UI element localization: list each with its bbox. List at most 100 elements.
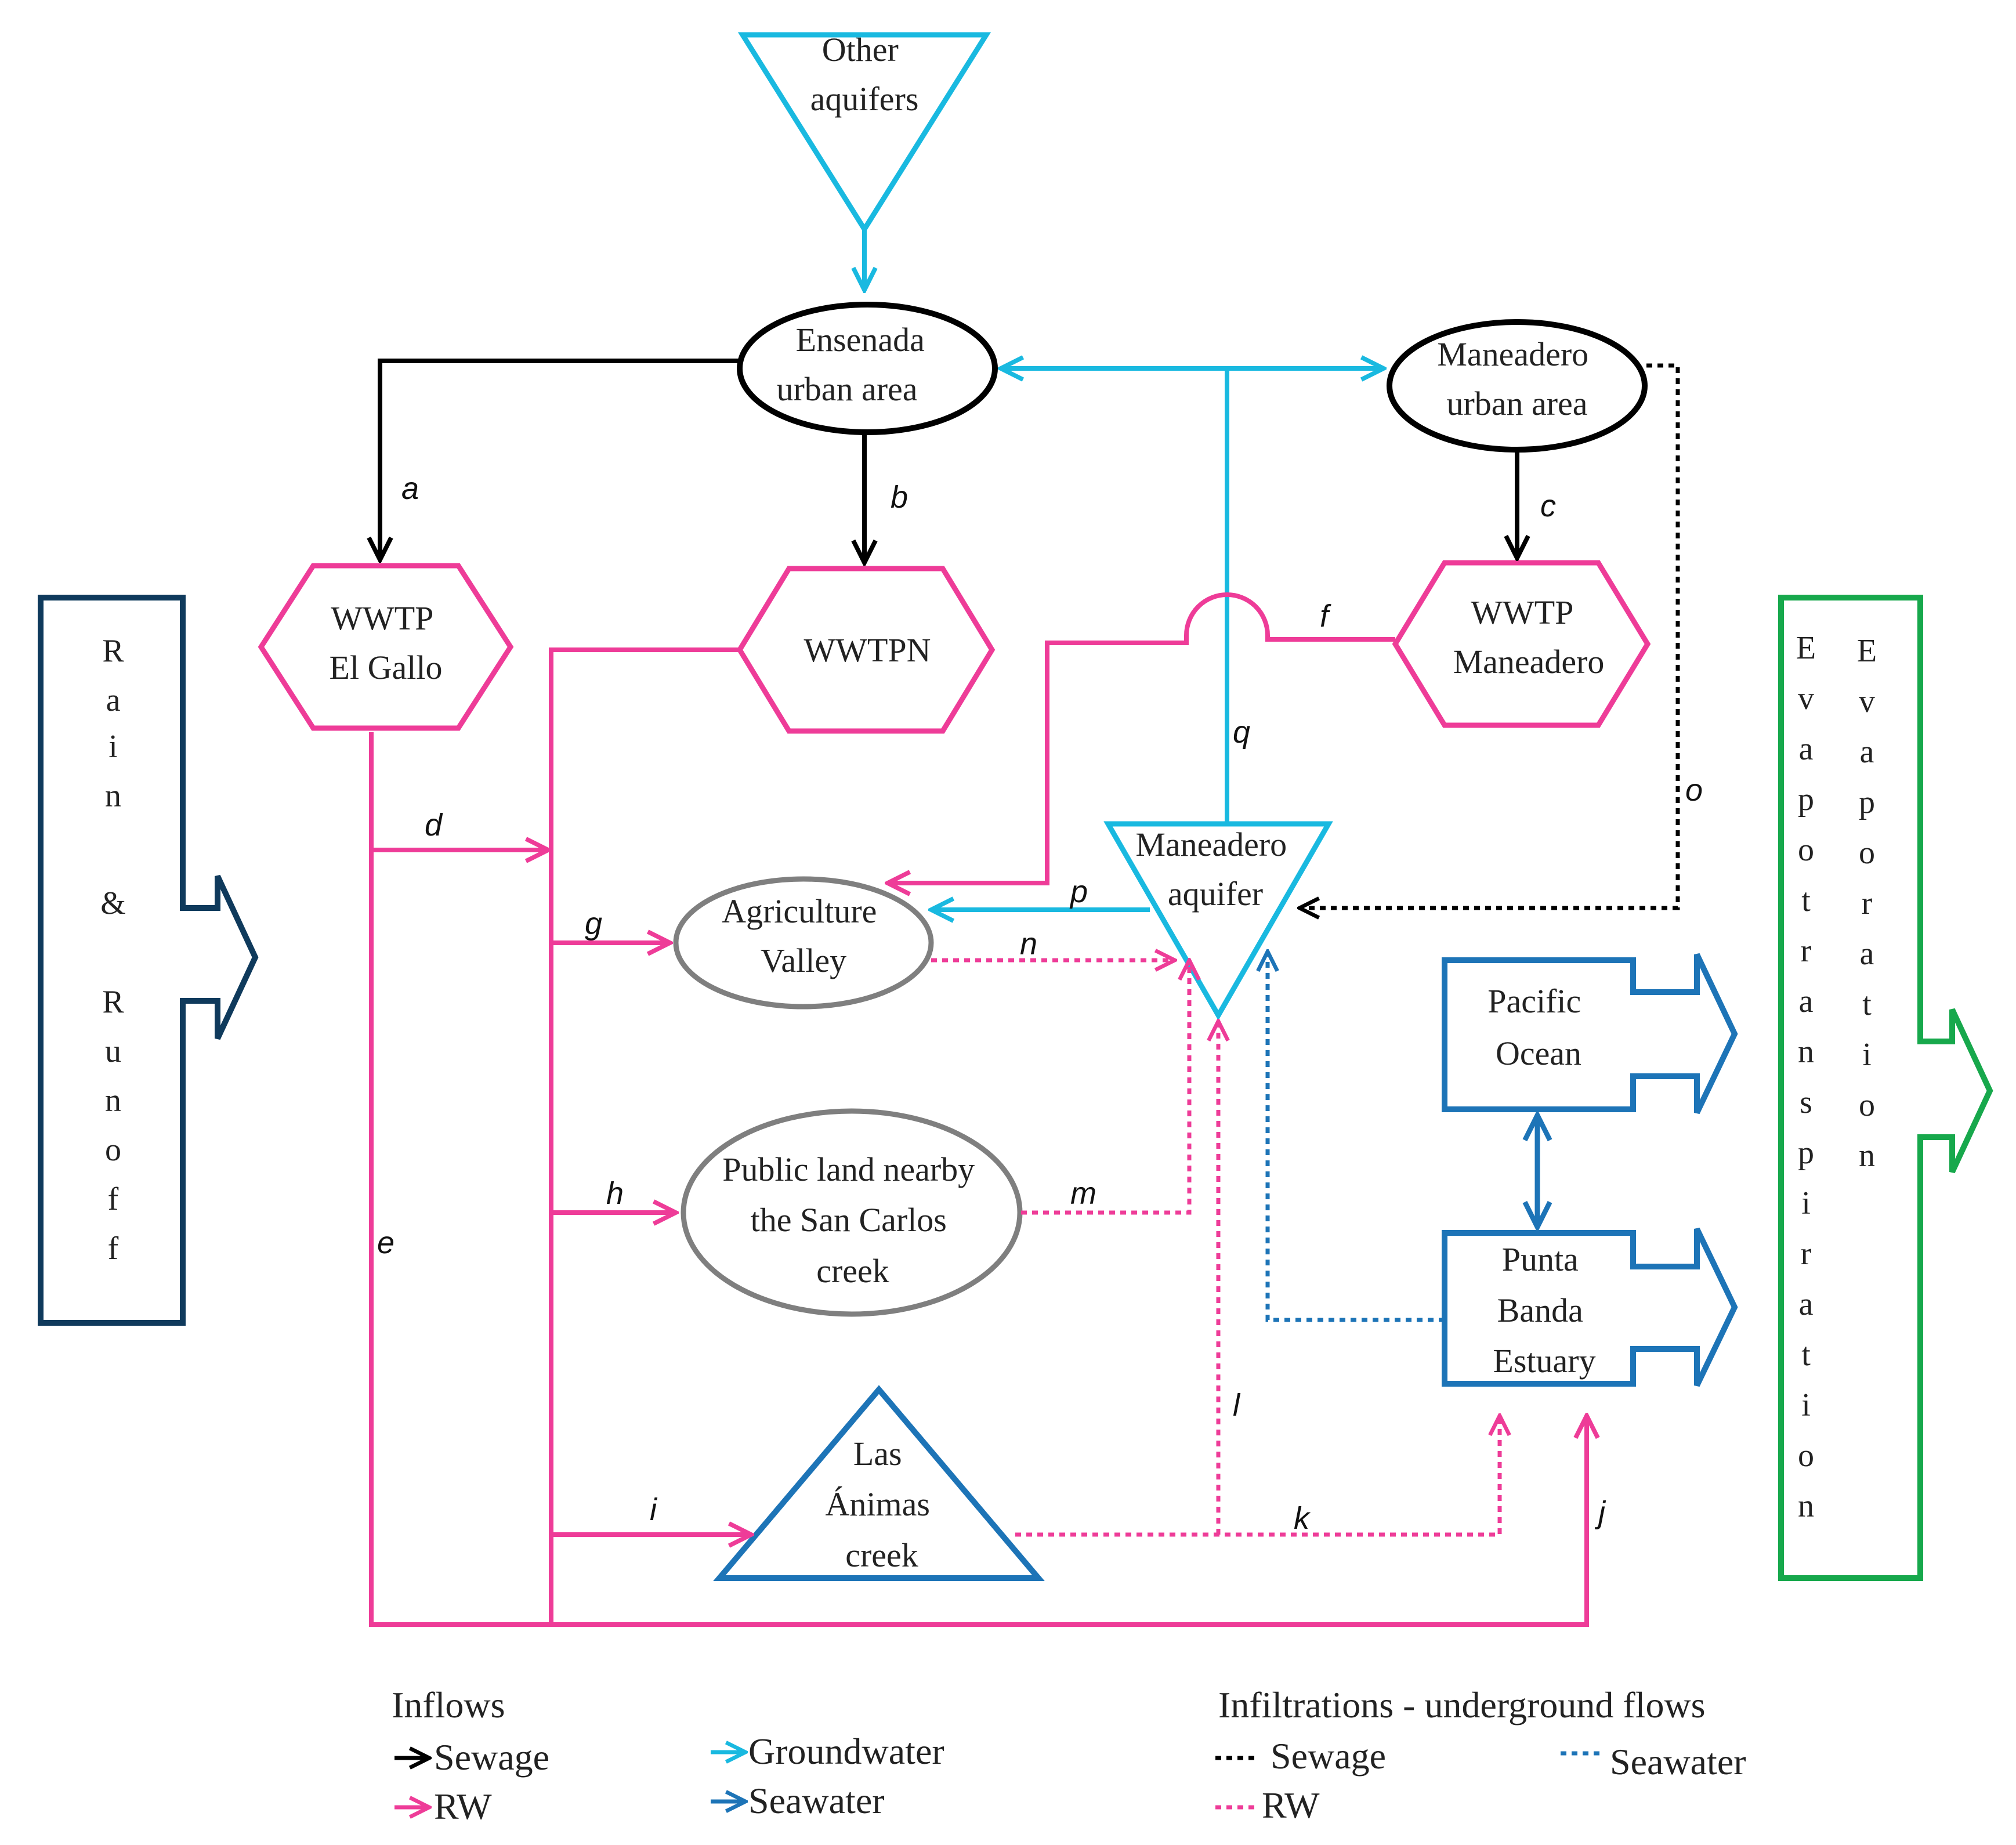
stack-letter: n	[1798, 1488, 1814, 1524]
stack-letter: a	[1799, 1286, 1814, 1322]
flow-e-line	[369, 732, 1587, 1627]
flow-label-k: k	[1294, 1501, 1311, 1536]
stack-letter: &	[100, 885, 126, 921]
maneadero-aquifer-label: Maneadero aquifer	[1135, 826, 1295, 913]
flow-label-o: o	[1685, 773, 1703, 808]
stack-letter: i	[108, 729, 118, 765]
pacific-ocean-shape	[1442, 953, 1738, 1115]
legend-inflow-sewage-label: Sewage	[434, 1737, 549, 1778]
stack-letter: f	[108, 1231, 119, 1267]
stack-letter: a	[1860, 936, 1874, 972]
stack-letter: i	[1862, 1037, 1872, 1073]
stack-letter: a	[1799, 983, 1814, 1019]
evaporation-shape	[1778, 595, 1993, 1581]
flow-label-a: a	[401, 471, 419, 506]
legend-infil-sewage-label: Sewage	[1271, 1735, 1386, 1777]
wwtp-maneadero-label: WWTP Maneadero	[1453, 594, 1605, 681]
seawater-infiltration-line	[1268, 952, 1445, 1322]
legend-seawater-label: Seawater	[748, 1780, 885, 1821]
stack-letter: n	[105, 1083, 121, 1119]
flow-o-line	[1300, 363, 1680, 908]
stack-letter: o	[1798, 832, 1814, 868]
public-land-label: Public land nearby the San Carlos creek	[722, 1151, 983, 1290]
las-animas-creek-triangle	[713, 1385, 1045, 1581]
legend-infiltrations-title: Infiltrations - underground flows	[1218, 1684, 1706, 1725]
rw-distribution-trunk-line	[549, 647, 740, 1625]
stack-letter: v	[1798, 681, 1814, 717]
ensenada-urban-area-label: Ensenada urban area	[776, 321, 933, 408]
stack-letter: o	[1859, 835, 1875, 871]
stack-letter: n	[1859, 1138, 1875, 1174]
other-aquifers-triangle	[737, 32, 991, 234]
punta-banda-estuary-shape	[1442, 1227, 1738, 1387]
wwtp-maneadero-hexagon	[1392, 560, 1651, 728]
flow-label-d: d	[425, 808, 443, 842]
wwtp-el-gallo-label: WWTP El Gallo	[330, 599, 443, 686]
legend-groundwater-label: Groundwater	[748, 1731, 944, 1772]
legend-infil-seawater-label: Seawater	[1610, 1741, 1746, 1782]
stack-letter: i	[1801, 1185, 1811, 1221]
flow-label-h: h	[606, 1176, 624, 1211]
flow-m-line	[1021, 960, 1189, 1215]
stack-letter: n	[105, 778, 121, 814]
stack-letter: E	[1796, 630, 1816, 666]
stack-letter: f	[108, 1181, 119, 1217]
stack-letter: u	[105, 1033, 121, 1069]
stack-letter: R	[102, 984, 124, 1020]
wwtpn-hexagon	[736, 566, 996, 734]
stack-letter: o	[1859, 1087, 1875, 1123]
stack-letter: a	[1860, 734, 1874, 770]
flow-label-b: b	[891, 480, 908, 515]
wwtp-el-gallo-hexagon	[258, 563, 514, 731]
flow-f-line	[888, 592, 1395, 883]
flow-label-i: i	[650, 1492, 658, 1527]
flow-label-m: m	[1070, 1176, 1096, 1211]
stack-letter: r	[1862, 885, 1873, 921]
las-animas-creek-label: Las Ánimas creek	[826, 1435, 939, 1574]
wwtpn-label: WWTPN	[803, 631, 931, 669]
agriculture-valley-label: Agriculture Valley	[722, 892, 885, 979]
stack-letter: v	[1859, 683, 1875, 719]
stack-letter: o	[1798, 1438, 1814, 1474]
ensenada-urban-area-ellipse	[737, 302, 998, 435]
other-aquifers-label: Other aquifers	[810, 31, 919, 118]
punta-banda-estuary-label: Punta Banda Estuary	[1493, 1240, 1595, 1380]
pacific-ocean-label: Pacific Ocean	[1487, 982, 1590, 1072]
agriculture-valley-ellipse	[673, 876, 934, 1010]
stack-letter: o	[105, 1132, 121, 1168]
flow-a-line	[380, 359, 740, 560]
stack-letter: t	[1862, 986, 1872, 1022]
flow-k-line	[1015, 1416, 1500, 1537]
maneadero-aquifer-triangle	[1103, 821, 1333, 1021]
stack-letter: t	[1801, 882, 1811, 918]
flow-label-c: c	[1540, 489, 1556, 523]
legend: Inflows Sewage RW Groundwater Seawater I…	[392, 1684, 1746, 1827]
legend-infil-rw-label: RW	[1262, 1785, 1320, 1826]
stack-letter: a	[106, 682, 121, 718]
legend-inflow-rw-label: RW	[434, 1786, 492, 1827]
stack-letter: a	[1799, 731, 1814, 767]
stack-letter: p	[1859, 784, 1875, 820]
stack-letter: p	[1798, 782, 1814, 817]
stack-letter: s	[1800, 1084, 1812, 1120]
flow-label-q: q	[1233, 715, 1250, 750]
stack-letter: E	[1857, 633, 1877, 669]
flow-label-g: g	[585, 906, 602, 941]
stack-letter: r	[1801, 933, 1812, 969]
flow-label-p: p	[1069, 874, 1088, 909]
stack-letter: n	[1798, 1034, 1814, 1070]
flow-label-e: e	[377, 1225, 394, 1260]
stack-letter: t	[1801, 1337, 1811, 1373]
public-land-ellipse	[681, 1108, 1023, 1317]
stack-letter: r	[1801, 1236, 1812, 1272]
flow-label-f: f	[1320, 599, 1331, 634]
stack-letter: p	[1798, 1135, 1814, 1171]
stack-letter: i	[1801, 1387, 1811, 1423]
maneadero-urban-area-label: Maneadero urban area	[1437, 335, 1597, 422]
flow-label-j: j	[1594, 1495, 1606, 1530]
flow-label-l: l	[1233, 1388, 1241, 1423]
